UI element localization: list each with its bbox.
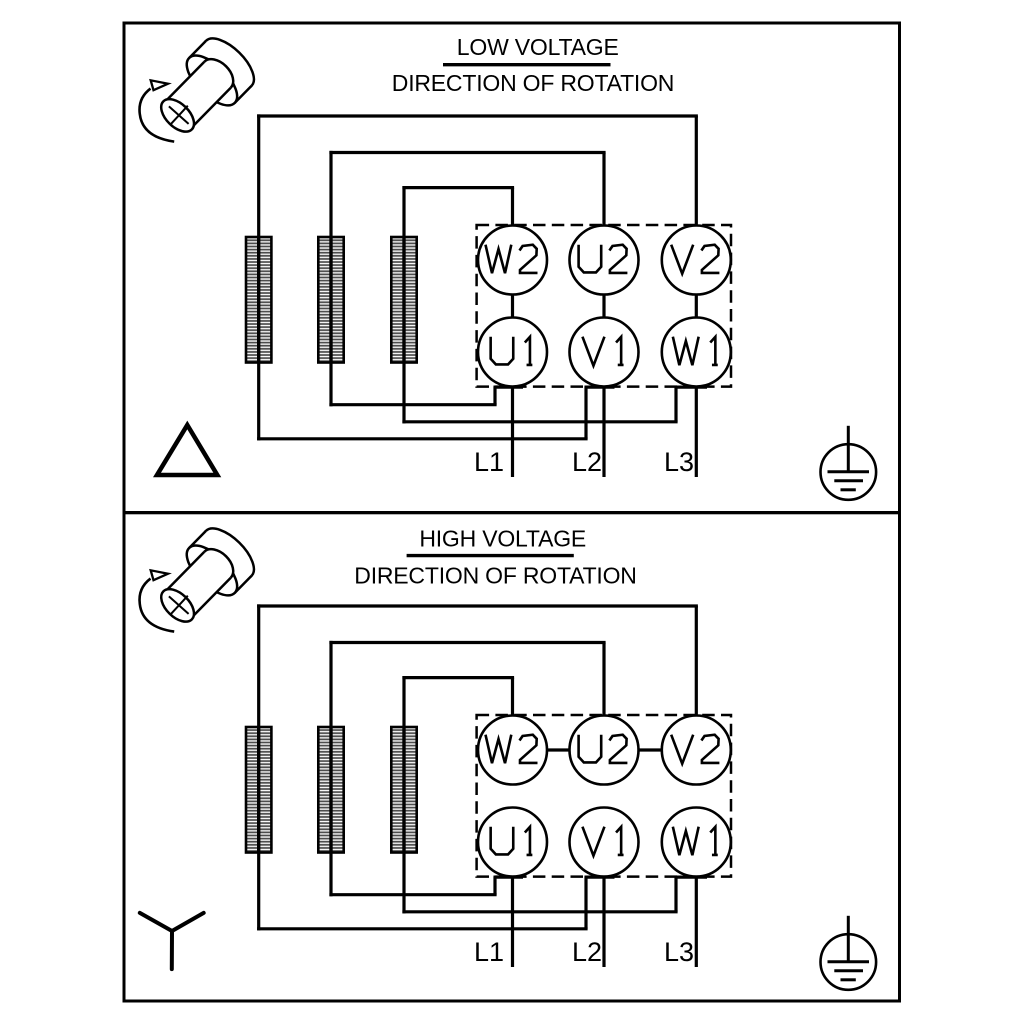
svg-text:L2: L2 — [572, 937, 602, 967]
svg-text:L1: L1 — [474, 447, 504, 477]
svg-text:L3: L3 — [664, 447, 694, 477]
svg-text:L2: L2 — [572, 447, 602, 477]
svg-text:L1: L1 — [474, 937, 504, 967]
svg-text:HIGH VOLTAGE: HIGH VOLTAGE — [419, 526, 586, 552]
svg-text:DIRECTION OF ROTATION: DIRECTION OF ROTATION — [354, 563, 636, 589]
svg-text:L3: L3 — [664, 937, 694, 967]
svg-text:DIRECTION OF ROTATION: DIRECTION OF ROTATION — [392, 70, 674, 96]
svg-text:LOW VOLTAGE: LOW VOLTAGE — [457, 34, 619, 60]
